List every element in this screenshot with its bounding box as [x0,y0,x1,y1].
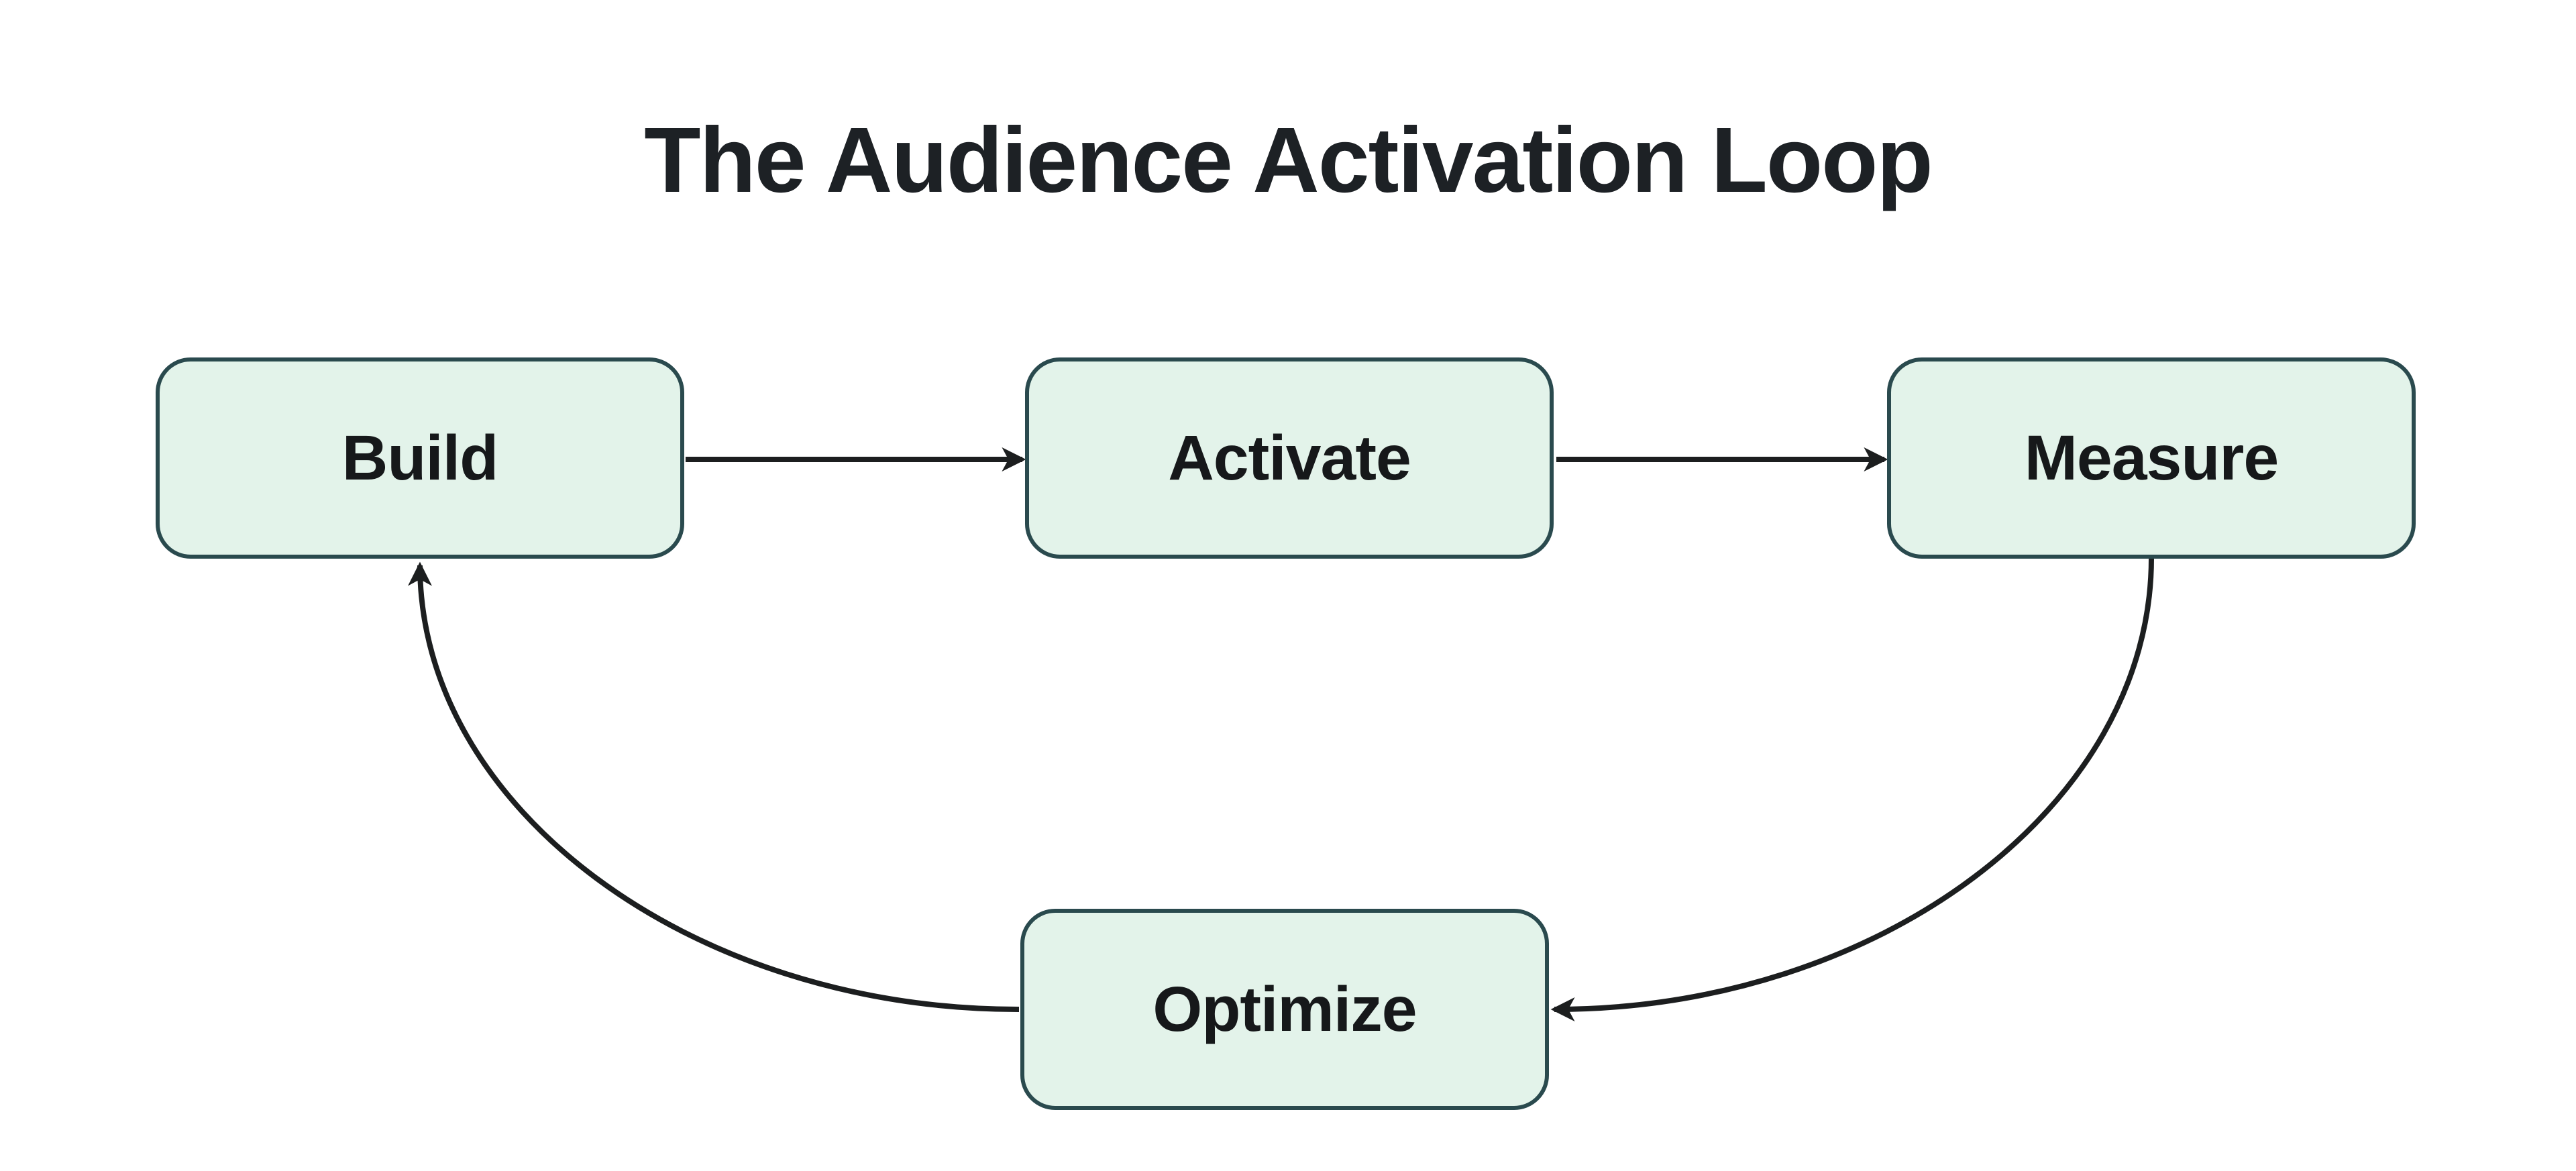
node-measure: Measure [1887,357,2416,559]
diagram-title: The Audience Activation Loop [644,109,1933,212]
node-optimize-label: Optimize [1152,973,1417,1045]
edge-optimize-to-build [408,561,1020,1012]
node-activate-label: Activate [1168,422,1411,494]
node-build: Build [156,357,684,559]
node-optimize: Optimize [1020,909,1549,1110]
node-build-label: Build [341,422,498,494]
node-measure-label: Measure [2024,422,2279,494]
edge-measure-to-optimize [1550,557,2154,1021]
node-activate: Activate [1025,357,1554,559]
